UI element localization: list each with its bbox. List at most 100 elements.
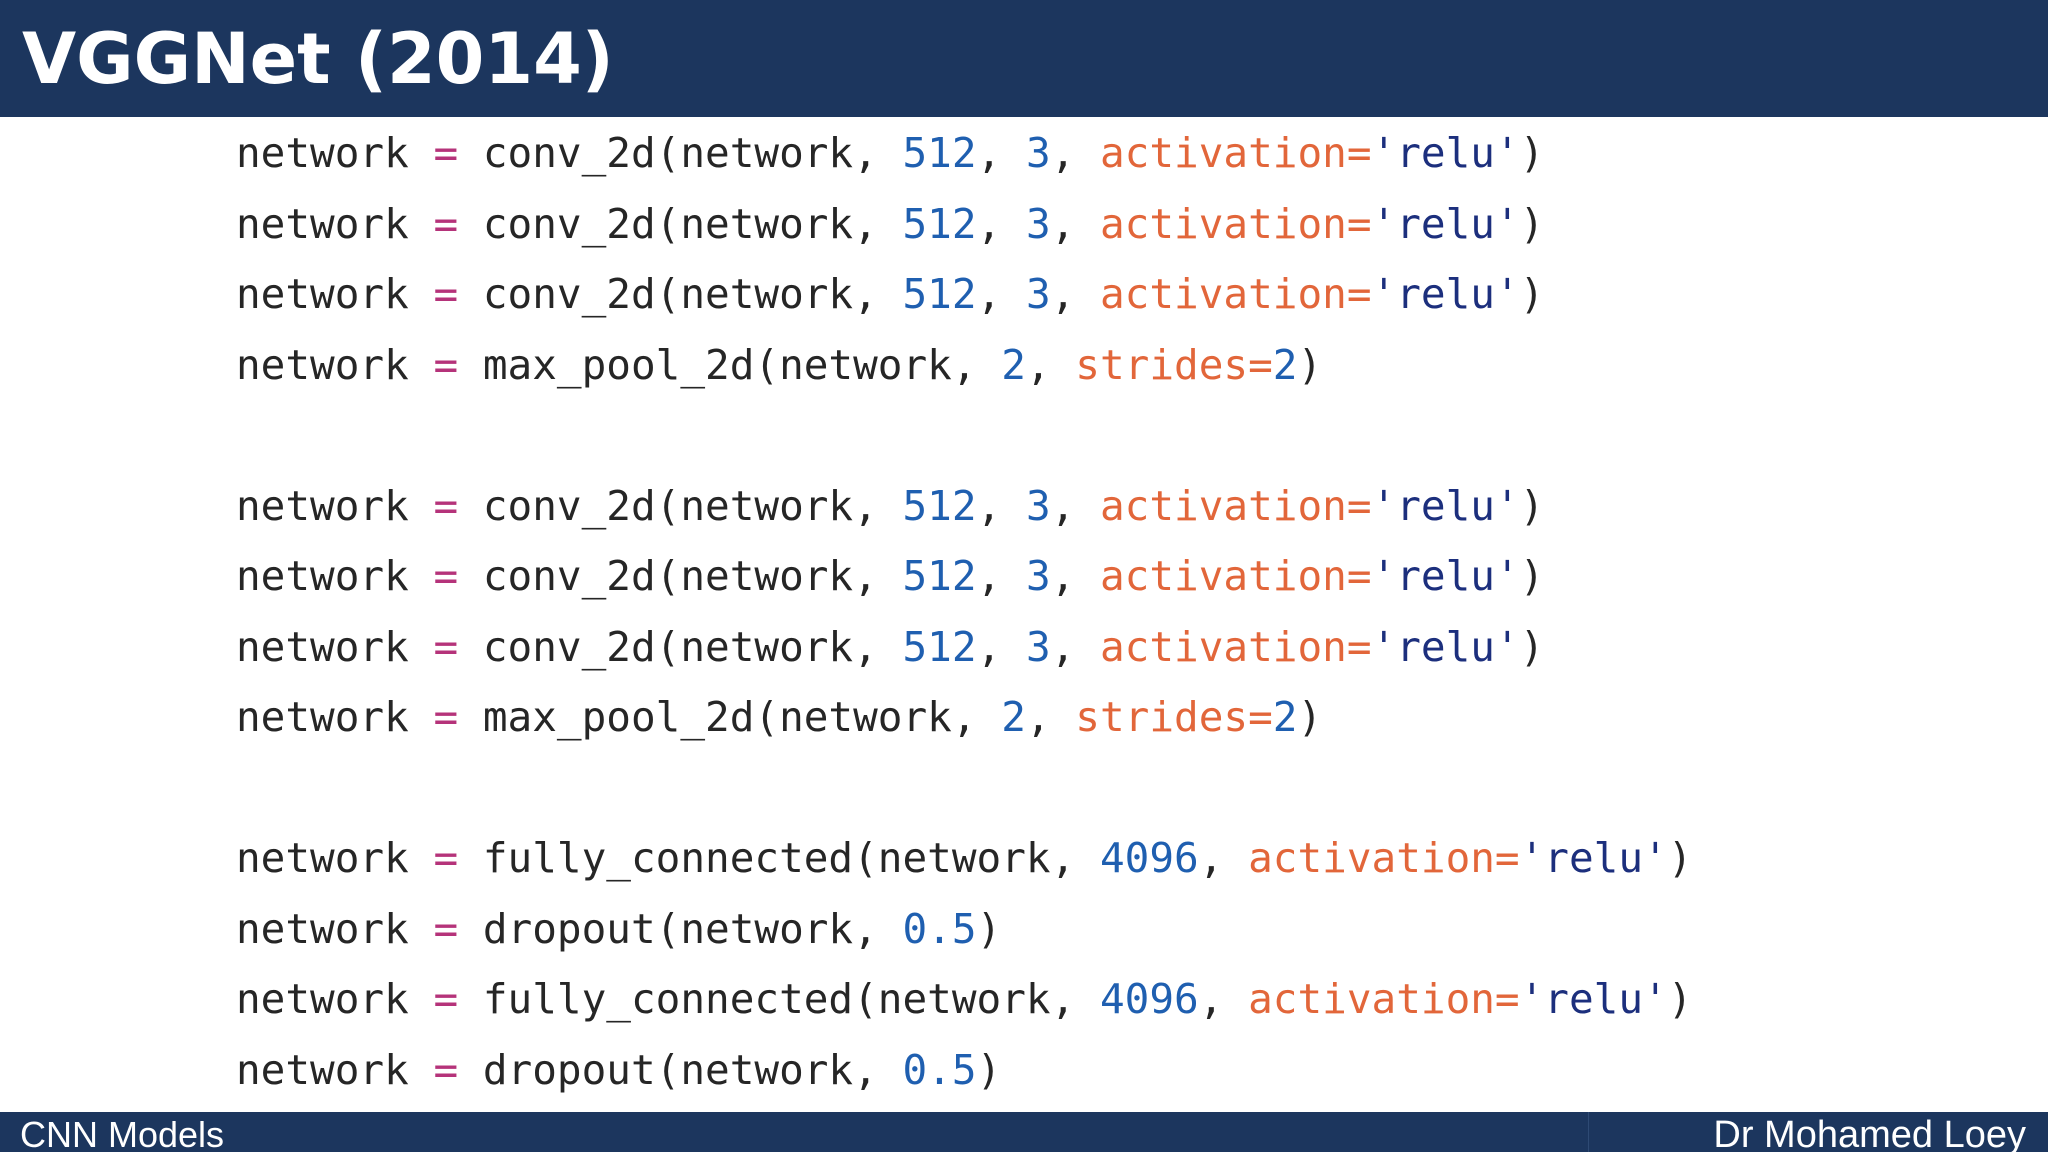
blank-line: [236, 400, 1692, 471]
code-token: =: [433, 199, 459, 248]
code-token: conv_2d(network,: [458, 552, 903, 600]
code-token: 'relu': [1371, 622, 1520, 671]
code-token: network: [236, 199, 434, 248]
code-token: conv_2d(network,: [458, 129, 903, 177]
code-token: max_pool_2d(network,: [458, 693, 1002, 741]
code-token: 'relu': [1371, 199, 1520, 248]
code-token: ): [1297, 340, 1323, 389]
code-line: network = conv_2d(network, 512, 3, activ…: [236, 259, 1692, 330]
code-token: 0.5: [902, 1045, 977, 1094]
code-token: activation=: [1248, 834, 1520, 882]
code-token: ,: [1198, 975, 1249, 1023]
code-token: ): [1519, 481, 1545, 530]
code-token: activation=: [1100, 270, 1372, 318]
code-token: =: [433, 622, 459, 671]
code-line: network = conv_2d(network, 512, 3, activ…: [236, 189, 1692, 260]
code-token: ): [1519, 622, 1545, 671]
code-line: network = fully_connected(network, 4096,…: [236, 823, 1692, 894]
code-token: ,: [1050, 552, 1100, 600]
code-token: ,: [1050, 622, 1100, 671]
code-token: ,: [1025, 340, 1076, 389]
code-token: activation=: [1100, 199, 1372, 248]
code-token: ,: [1050, 129, 1100, 177]
code-token: ): [976, 904, 1002, 953]
code-token: strides=: [1075, 693, 1273, 741]
code-token: ,: [976, 270, 1026, 318]
code-token: conv_2d(network,: [458, 481, 903, 530]
code-token: 'relu': [1371, 552, 1520, 600]
code-token: network: [236, 552, 434, 600]
code-token: ): [1519, 270, 1545, 318]
slide-title: VGGNet (2014): [22, 18, 614, 100]
code-line: network = conv_2d(network, 512, 3, activ…: [236, 612, 1692, 683]
code-token: conv_2d(network,: [458, 199, 903, 248]
code-token: 3: [1025, 481, 1051, 530]
code-token: strides=: [1075, 340, 1273, 389]
code-token: network: [236, 975, 434, 1023]
code-token: 4096: [1099, 834, 1199, 882]
code-token: 'relu': [1371, 481, 1520, 530]
code-token: activation=: [1100, 622, 1372, 671]
code-token: ): [1297, 693, 1323, 741]
code-token: 2: [1272, 693, 1298, 741]
code-token: 'relu': [1371, 270, 1520, 318]
code-token: ,: [1050, 270, 1100, 318]
code-token: =: [433, 481, 459, 530]
code-line: network = conv_2d(network, 512, 3, activ…: [236, 541, 1692, 612]
code-token: activation=: [1248, 975, 1520, 1023]
code-line: network = conv_2d(network, 512, 3, activ…: [236, 118, 1692, 189]
code-token: activation=: [1100, 552, 1372, 600]
code-token: network: [236, 834, 434, 882]
code-token: 512: [902, 129, 977, 177]
footer-course-name: CNN Models: [20, 1114, 225, 1152]
code-token: 2: [1272, 340, 1298, 389]
code-block: network = conv_2d(network, 512, 3, activ…: [236, 118, 1692, 1105]
code-token: 4096: [1099, 975, 1199, 1023]
code-token: 512: [902, 552, 977, 600]
code-token: =: [433, 693, 459, 741]
code-token: 3: [1025, 199, 1051, 248]
code-line: network = max_pool_2d(network, 2, stride…: [236, 330, 1692, 401]
footer-bar: CNN Models Dr Mohamed Loey: [0, 1112, 2048, 1152]
code-token: activation=: [1100, 129, 1372, 177]
code-token: 512: [902, 481, 977, 530]
code-token: network: [236, 129, 434, 177]
code-token: ): [1667, 975, 1693, 1023]
code-token: 512: [902, 270, 977, 318]
code-token: =: [433, 129, 459, 177]
code-token: conv_2d(network,: [458, 622, 903, 671]
code-token: ): [1519, 129, 1545, 177]
code-token: ,: [1050, 481, 1100, 530]
code-token: ,: [976, 622, 1026, 671]
code-token: 512: [902, 622, 977, 671]
code-token: ,: [976, 199, 1026, 248]
footer-divider: [1588, 1112, 1589, 1152]
code-token: network: [236, 270, 434, 318]
code-token: 'relu': [1519, 975, 1668, 1023]
code-token: 'relu': [1519, 834, 1668, 882]
footer-author: Dr Mohamed Loey: [1713, 1114, 2026, 1152]
code-token: fully_connected(network,: [458, 975, 1100, 1023]
code-token: network: [236, 622, 434, 671]
code-token: ): [1519, 199, 1545, 248]
code-token: 3: [1025, 622, 1051, 671]
code-token: ): [976, 1045, 1002, 1094]
code-token: network: [236, 693, 434, 741]
code-token: ,: [1050, 199, 1100, 248]
code-token: conv_2d(network,: [458, 270, 903, 318]
code-token: 2: [1001, 693, 1026, 741]
code-token: dropout(network,: [458, 1045, 903, 1094]
code-token: ): [1667, 834, 1693, 882]
code-token: ,: [1198, 834, 1249, 882]
code-token: max_pool_2d(network,: [458, 340, 1002, 389]
code-token: ,: [976, 129, 1026, 177]
code-token: network: [236, 340, 434, 389]
code-token: ): [1519, 552, 1545, 600]
code-token: 3: [1025, 552, 1051, 600]
code-token: =: [433, 904, 459, 953]
code-token: activation=: [1100, 481, 1372, 530]
code-token: 'relu': [1371, 129, 1520, 177]
code-token: network: [236, 481, 434, 530]
code-line: network = dropout(network, 0.5): [236, 894, 1692, 965]
